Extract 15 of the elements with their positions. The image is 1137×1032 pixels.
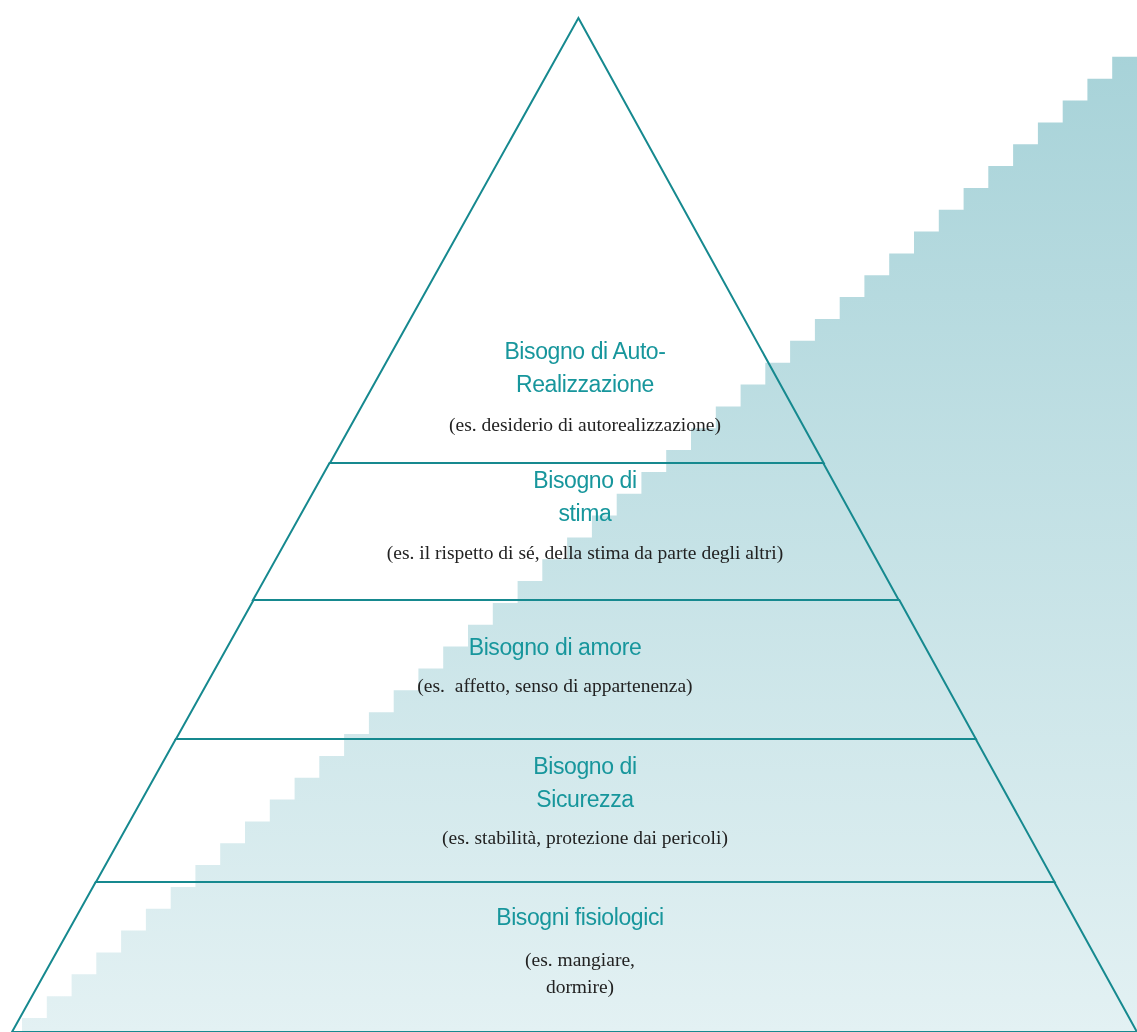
pyramid-level <box>253 463 899 600</box>
level-heading: Bisogni fisiologici <box>495 903 665 932</box>
example-text: (es. stabilità, protezione dai pericoli) <box>441 826 729 850</box>
level-heading: Bisogno di stima <box>532 466 638 528</box>
level-heading: Bisogno di Auto-Realizzazione <box>503 337 667 399</box>
example-text: (es. desiderio di autorealizzazione) <box>448 413 722 437</box>
pyramid-level <box>95 739 1055 882</box>
example-text: (es. mangiare, dormire) <box>524 948 636 999</box>
example-text: (es. il rispetto di sé, della stima da parte degli altri) <box>385 541 785 565</box>
example-text: (es. affetto, senso di appartenenza) <box>416 674 694 698</box>
pyramid-level <box>12 882 1137 1032</box>
level-heading: Bisogno di amore <box>467 633 643 662</box>
pyramid-level <box>329 18 824 463</box>
level-heading: Bisogno di Sicurezza <box>532 752 638 814</box>
pyramid-level <box>175 600 976 739</box>
